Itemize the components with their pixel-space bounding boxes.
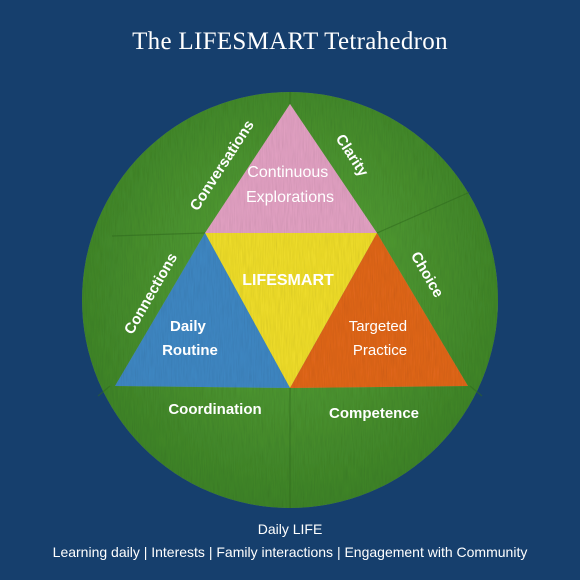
top-face-label-line1: Continuous [247, 164, 328, 181]
right-face-label-line1: Targeted [349, 318, 407, 335]
edge-label-coordination: Coordination [168, 401, 261, 418]
left-face [115, 233, 290, 388]
footer-heading: Daily LIFE [257, 521, 323, 537]
right-face-label: Targeted Practice [349, 318, 412, 359]
left-face-label-line2: Routine [162, 342, 218, 359]
left-face-label: Daily Routine [162, 318, 218, 359]
left-face-label-line1: Daily [170, 318, 207, 335]
top-face-label-line2: Explorations [246, 189, 334, 206]
top-face-label: Continuous Explorations [246, 164, 334, 206]
right-face [290, 233, 468, 388]
center-face [205, 233, 377, 388]
top-face [205, 104, 377, 233]
fold-lines [97, 92, 483, 508]
right-face-label-line2: Practice [353, 342, 407, 359]
footer-subtext: Learning daily | Interests | Family inte… [52, 544, 528, 560]
diagram-title: The LIFESMART Tetrahedron [132, 28, 448, 55]
edge-label-competence: Competence [329, 405, 419, 422]
center-face-label: LIFESMART [242, 272, 334, 289]
